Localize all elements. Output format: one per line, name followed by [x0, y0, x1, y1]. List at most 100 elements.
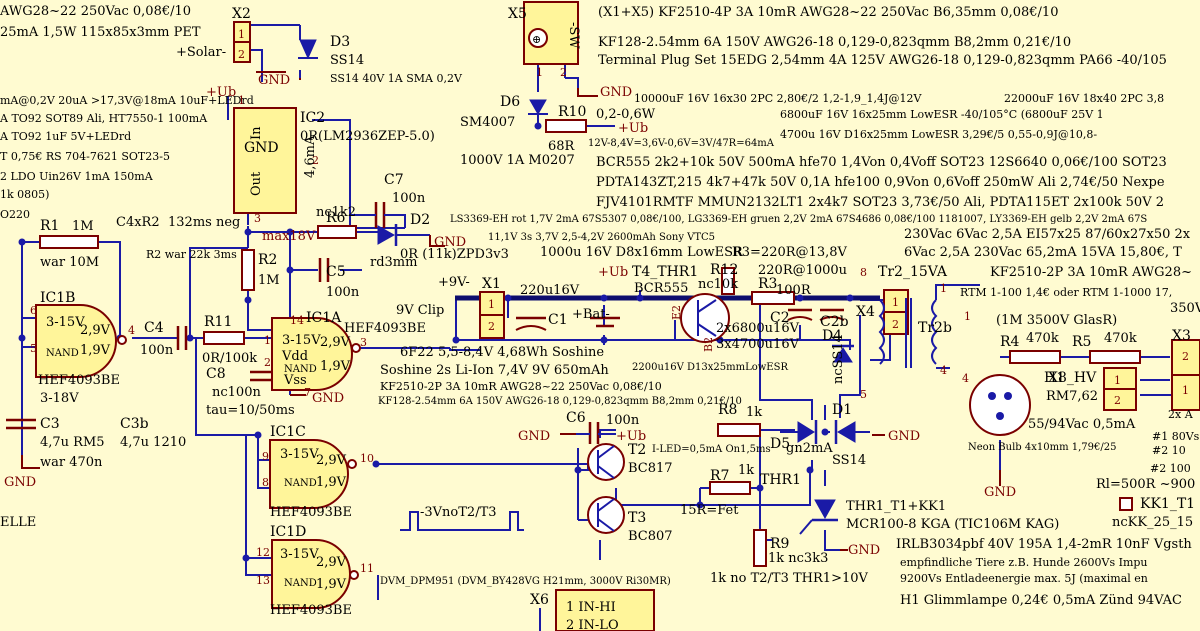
note-iled: I-LED=0,5mA On1,5ms: [652, 444, 771, 455]
diode-d6[interactable]: [528, 99, 548, 116]
battery-bat[interactable]: [590, 316, 620, 328]
note-075rs: T 0,75€ RS 704-7621 SOT23-5: [0, 150, 170, 163]
transformer-tr2[interactable]: [878, 298, 938, 368]
pin-b2: B2: [702, 337, 715, 352]
neon-lamp-h1[interactable]: [969, 374, 1031, 436]
transistor-t3[interactable]: [587, 496, 625, 534]
ref-t2: T2: [628, 442, 646, 458]
resistor-r3[interactable]: [751, 291, 795, 305]
ref-thr1-t1: THR1_T1+KK1: [846, 499, 946, 514]
note-to92-1uf: A TO92 1uF 5V+LEDrd: [0, 130, 131, 143]
note-rl: Rl=500R ~900: [1096, 477, 1195, 492]
connector-x1[interactable]: [479, 291, 505, 339]
nand-gate-ic1d[interactable]: [271, 539, 359, 609]
val-d6: SM4007: [460, 115, 515, 130]
ref-tr2b: Tr2b: [918, 320, 952, 336]
capacitor-c7[interactable]: [350, 202, 406, 228]
led-d5[interactable]: [797, 420, 818, 444]
connector-x5-switch[interactable]: ⊕: [523, 1, 579, 65]
led-d2[interactable]: [377, 224, 430, 246]
net-ub-1: +Ub: [206, 85, 236, 100]
capacitor-c5[interactable]: [318, 258, 330, 282]
capacitor-c2b[interactable]: [819, 308, 845, 321]
gnd-ic1a: GND: [312, 391, 344, 406]
pin-x3-2: 2: [1182, 350, 1189, 363]
heatsink-kk1[interactable]: [1119, 497, 1133, 511]
diode-d1[interactable]: [834, 420, 856, 444]
ic1b-315: 3-15V: [46, 315, 85, 330]
note-rtm: RTM 1-100 1,4€ oder RTM 1-1000 17,: [960, 286, 1172, 299]
ic2-pin2: 2: [312, 154, 319, 167]
net-ub-4: +Ub: [598, 265, 628, 280]
resistor-r2[interactable]: [241, 249, 255, 291]
val-c6: 100n: [606, 413, 640, 428]
ic1a-pin3: 3: [360, 336, 367, 349]
capacitor-c4[interactable]: [176, 326, 188, 350]
diode-d4[interactable]: [832, 344, 854, 363]
capacitor-c1[interactable]: [515, 316, 547, 331]
resistor-r5[interactable]: [1089, 350, 1141, 364]
ic1a-pin7: 7: [304, 386, 311, 399]
resistor-r9[interactable]: [753, 529, 767, 567]
gnd-h1: GND: [984, 485, 1016, 500]
connector-x2[interactable]: [233, 21, 251, 63]
pin-x3-1: 1: [1182, 384, 1189, 397]
note-c4xr2: C4xR2: [116, 215, 160, 230]
connector-x3[interactable]: [1171, 339, 1200, 411]
resistor-r6[interactable]: [317, 225, 357, 239]
diode-d3[interactable]: [298, 39, 318, 60]
ic1d-19: 1,9V: [316, 577, 347, 592]
note-rm762: RM7,62: [1046, 389, 1098, 404]
note-o220: O220: [0, 208, 30, 221]
connector-x6[interactable]: [555, 589, 655, 631]
transistor-t4[interactable]: [680, 293, 730, 343]
ref-tr2: Tr2_15VA: [878, 264, 948, 280]
thyristor-thr1[interactable]: [799, 499, 838, 535]
val-r10-68r: 68R: [548, 139, 576, 154]
ic1c-315: 3-15V: [280, 447, 319, 462]
resistor-r11[interactable]: [203, 331, 245, 345]
resistor-r8[interactable]: [717, 423, 761, 437]
ic1b-pin6: 6: [30, 304, 37, 317]
val-r3: 100R: [776, 283, 812, 298]
val-r5: 470k: [1104, 331, 1137, 346]
ic1a-vdd: Vdd: [281, 349, 308, 364]
ic2-pin1: 1: [238, 94, 245, 107]
note-esr2: 2200u16V D13x25mmLowESR: [632, 362, 788, 373]
ic1d-pin11: 11: [360, 562, 374, 575]
note-entlade: 9200Vs Entladeenergie max. 5J (maximal e…: [900, 572, 1148, 585]
note-soshine: 6F22 5,5-8,4V 4,68Wh Soshine: [400, 345, 604, 360]
resistor-r10[interactable]: [545, 119, 587, 133]
ic1c-pin9: 9: [262, 450, 269, 463]
resistor-r1[interactable]: [39, 235, 99, 249]
net-ub-3: +Ub: [616, 429, 646, 444]
capacitor-c3[interactable]: [6, 418, 36, 430]
ref-r5: R5: [1072, 334, 1091, 350]
ref-r8: R8: [718, 402, 737, 418]
nand-gate-ic1c[interactable]: [269, 439, 357, 509]
connector-x8[interactable]: [1103, 367, 1137, 411]
ic1a-nand: NAND: [284, 364, 317, 375]
note-25ma: 25mA 1,5W 115x85x3mm PET: [0, 25, 201, 40]
ic1a-pin2: 2: [264, 356, 271, 369]
note-n2: #2 10: [1152, 444, 1186, 457]
ref-d4: D4: [822, 328, 842, 344]
gnd-d1: GND: [888, 429, 920, 444]
connector-x4[interactable]: [883, 289, 909, 335]
ref-x8: X8_HV: [1048, 370, 1097, 386]
ic1d-315: 3-15V: [280, 547, 319, 562]
tr-pin1b: 1: [964, 310, 971, 323]
pin-x2-2: 2: [238, 48, 245, 61]
transistor-t2[interactable]: [587, 443, 625, 481]
pin-x4-2: 2: [892, 318, 899, 331]
resistor-r7[interactable]: [709, 481, 751, 495]
capacitor-c2[interactable]: [787, 308, 813, 321]
note-elle: ELLE: [0, 515, 36, 530]
resistor-r4[interactable]: [1009, 350, 1061, 364]
nand-gate-ic1b[interactable]: [35, 304, 127, 378]
label-solar: +Solar-: [176, 45, 226, 60]
note-v230b: 6Vac 2,5A 230Vac 65,2mA 15VA 15,80€, T: [904, 245, 1182, 260]
regulator-ic2[interactable]: [233, 107, 297, 214]
nand-gate-ic1a[interactable]: [271, 317, 361, 391]
resistor-r12[interactable]: [721, 267, 735, 295]
